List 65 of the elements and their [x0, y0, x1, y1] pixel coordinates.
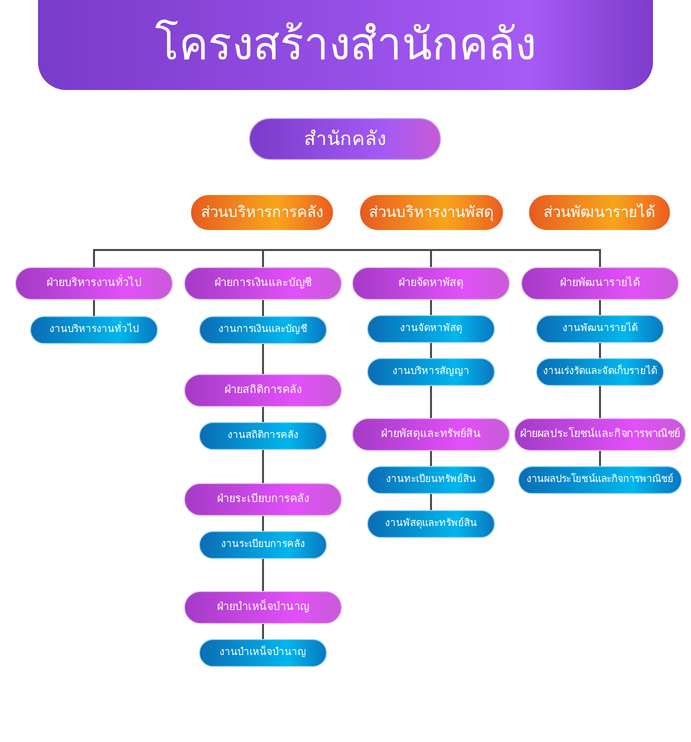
unit-pill [199, 316, 327, 344]
node-label: งานจัดหาพัสดุ [400, 324, 462, 334]
unit-pill [367, 315, 495, 343]
connector-line [599, 343, 601, 358]
unit-pill [518, 466, 682, 494]
unit-pill [367, 358, 495, 386]
connector-line [93, 249, 264, 267]
connector-line [93, 300, 95, 316]
division-pill [352, 418, 510, 451]
node-label: งานผลประโยชน์และกิจการพาณิชย์ [526, 475, 674, 485]
node-label: งานพัฒนารายได้ [562, 324, 638, 334]
connector-line [430, 249, 601, 267]
node-label: งานพัสดุและทรัพย์สิน [385, 519, 477, 529]
connector-line [430, 386, 432, 418]
node-label: ส่วนพัฒนารายได้ [544, 205, 656, 220]
node-label: ฝ่ายสถิติการคลัง [224, 385, 302, 396]
connector-line [430, 494, 432, 510]
connector-line [262, 559, 264, 591]
unit-pill [536, 358, 664, 386]
unit-pill [536, 315, 664, 343]
unit-pill [199, 639, 327, 667]
unit-pill [367, 510, 495, 538]
connector-line [599, 451, 601, 466]
section-pill [191, 195, 333, 230]
node-label: ส่วนบริหารการคลัง [201, 205, 323, 220]
division-pill [15, 267, 173, 300]
node-label: งานการเงินและบัญชี [218, 325, 308, 335]
node-label: งานบริหารสัญญา [392, 367, 470, 377]
node-label: ฝ่ายพัฒนารายได้ [560, 278, 640, 289]
node-label: งานทะเบียนทรัพย์สิน [386, 475, 476, 485]
connector-line [262, 516, 264, 531]
node-label: ส่วนบริหารงานพัสดุ [369, 205, 494, 220]
connector-line [430, 451, 432, 466]
node-label: งานสถิติการคลัง [228, 431, 298, 441]
connector-line [599, 386, 601, 418]
node-label: ฝ่ายการเงินและบัญชี [214, 278, 312, 289]
unit-pill [199, 531, 327, 559]
node-label: สำนักคลัง [304, 130, 386, 148]
division-pill [184, 374, 342, 407]
division-pill [184, 591, 342, 624]
office-pill [249, 118, 441, 160]
node-label: ฝ่ายผลประโยชน์และกิจการพาณิชย์ [520, 429, 680, 440]
node-label: ฝ่ายระเบียบการคลัง [217, 494, 309, 505]
division-pill [521, 267, 679, 300]
unit-pill [367, 466, 495, 494]
division-pill [184, 483, 342, 516]
connector-line [262, 300, 264, 316]
connector-line [262, 407, 264, 422]
unit-pill [30, 316, 158, 344]
connector-line [262, 624, 264, 639]
division-pill [514, 418, 686, 451]
node-label: ฝ่ายจัดหาพัสดุ [398, 278, 464, 289]
division-pill [184, 267, 342, 300]
node-label: งานระเบียบการคลัง [221, 540, 305, 550]
connector-line [599, 300, 601, 315]
connector-line [262, 249, 432, 267]
node-label: ฝ่ายพัสดุและทรัพย์สิน [381, 429, 481, 440]
unit-pill [199, 422, 327, 450]
connector-line [262, 344, 264, 374]
section-pill [529, 195, 670, 230]
connector-line [430, 300, 432, 315]
connector-line [262, 450, 264, 483]
section-pill [360, 195, 503, 230]
division-pill [352, 267, 510, 300]
connector-line [430, 343, 432, 358]
